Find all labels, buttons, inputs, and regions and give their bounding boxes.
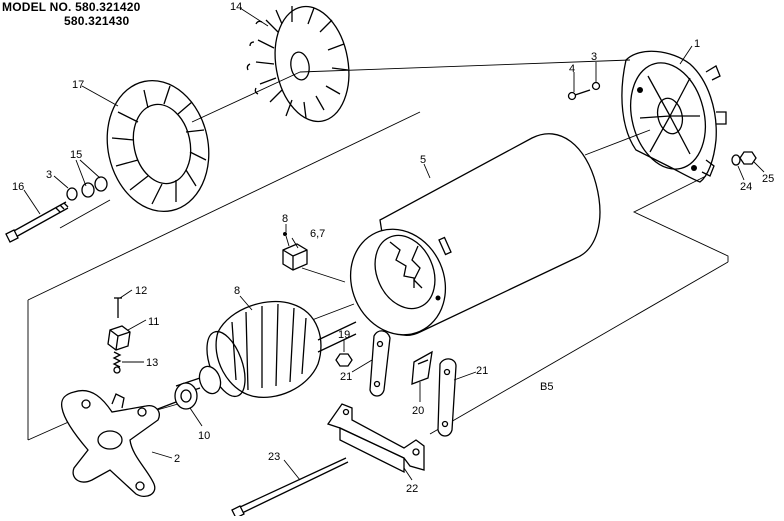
callout-20: 20	[412, 405, 424, 417]
spring-part-13[interactable]	[112, 351, 122, 374]
callout-8-top: 8	[282, 213, 288, 225]
callout-4: 4	[569, 63, 575, 75]
lock-washer-part-3-right[interactable]	[591, 81, 601, 91]
figure-code: B5	[540, 381, 553, 393]
fan-housing-plate-part-17[interactable]	[95, 71, 220, 221]
bearing-part-10[interactable]	[149, 382, 198, 413]
support-strap-part-21-left[interactable]	[369, 330, 391, 397]
callout-3-left: 3	[46, 169, 52, 181]
callout-21-left: 21	[340, 371, 352, 383]
callout-21-right: 21	[476, 365, 488, 377]
callout-2: 2	[174, 453, 180, 465]
nut-part-19[interactable]	[335, 353, 353, 367]
callout-14: 14	[230, 1, 242, 13]
brush-holder-part-6-7[interactable]	[282, 232, 308, 271]
callout-23: 23	[268, 451, 280, 463]
callout-13: 13	[146, 357, 158, 369]
blower-fan-part-14[interactable]	[246, 1, 357, 128]
clamp-part-20[interactable]	[411, 350, 433, 385]
assembly-guide-lines	[27, 59, 729, 441]
callout-labels: 14 17 1 3 4 5 6,7 8 8 12 11 13 10 2 15 3…	[12, 1, 774, 495]
callout-16: 16	[12, 181, 24, 193]
callout-17: 17	[72, 79, 84, 91]
callout-12: 12	[135, 285, 147, 297]
adapter-plate-part-2[interactable]	[60, 389, 160, 498]
callout-10: 10	[198, 430, 210, 442]
rotor-part-9[interactable]	[175, 300, 357, 402]
leader-lines	[23, 7, 765, 481]
nut-part-25[interactable]	[739, 151, 757, 165]
callout-25: 25	[762, 173, 774, 185]
generator-housing-part-5[interactable]	[334, 133, 601, 350]
end-bell-bracket-part-1[interactable]	[620, 50, 727, 183]
callout-5: 5	[420, 154, 426, 166]
long-bolt-part-23[interactable]	[231, 457, 349, 519]
washer-part-24[interactable]	[731, 154, 741, 166]
model-number-line-2: 580.321430	[64, 14, 130, 28]
callout-1: 1	[694, 38, 700, 50]
model-number-line-1: MODEL NO. 580.321420	[2, 0, 141, 14]
washers-part-15[interactable]	[81, 176, 108, 198]
screw-part-4[interactable]	[567, 89, 591, 101]
callout-24: 24	[740, 181, 752, 193]
callout-3-right: 3	[591, 51, 597, 63]
callout-6-7: 6,7	[310, 228, 325, 240]
callout-15: 15	[70, 149, 82, 161]
lock-washer-part-3-left[interactable]	[66, 187, 78, 201]
mounting-bracket-part-22[interactable]	[326, 403, 425, 474]
support-strap-part-21-right[interactable]	[437, 358, 457, 437]
callout-8-rotor: 8	[234, 285, 240, 297]
through-bolt-part-16[interactable]	[5, 201, 69, 243]
callout-22: 22	[406, 483, 418, 495]
screw-part-12[interactable]	[114, 297, 122, 318]
brush-bracket-part-11[interactable]	[107, 325, 131, 351]
callout-11: 11	[148, 316, 159, 328]
callout-19: 19	[338, 329, 350, 341]
